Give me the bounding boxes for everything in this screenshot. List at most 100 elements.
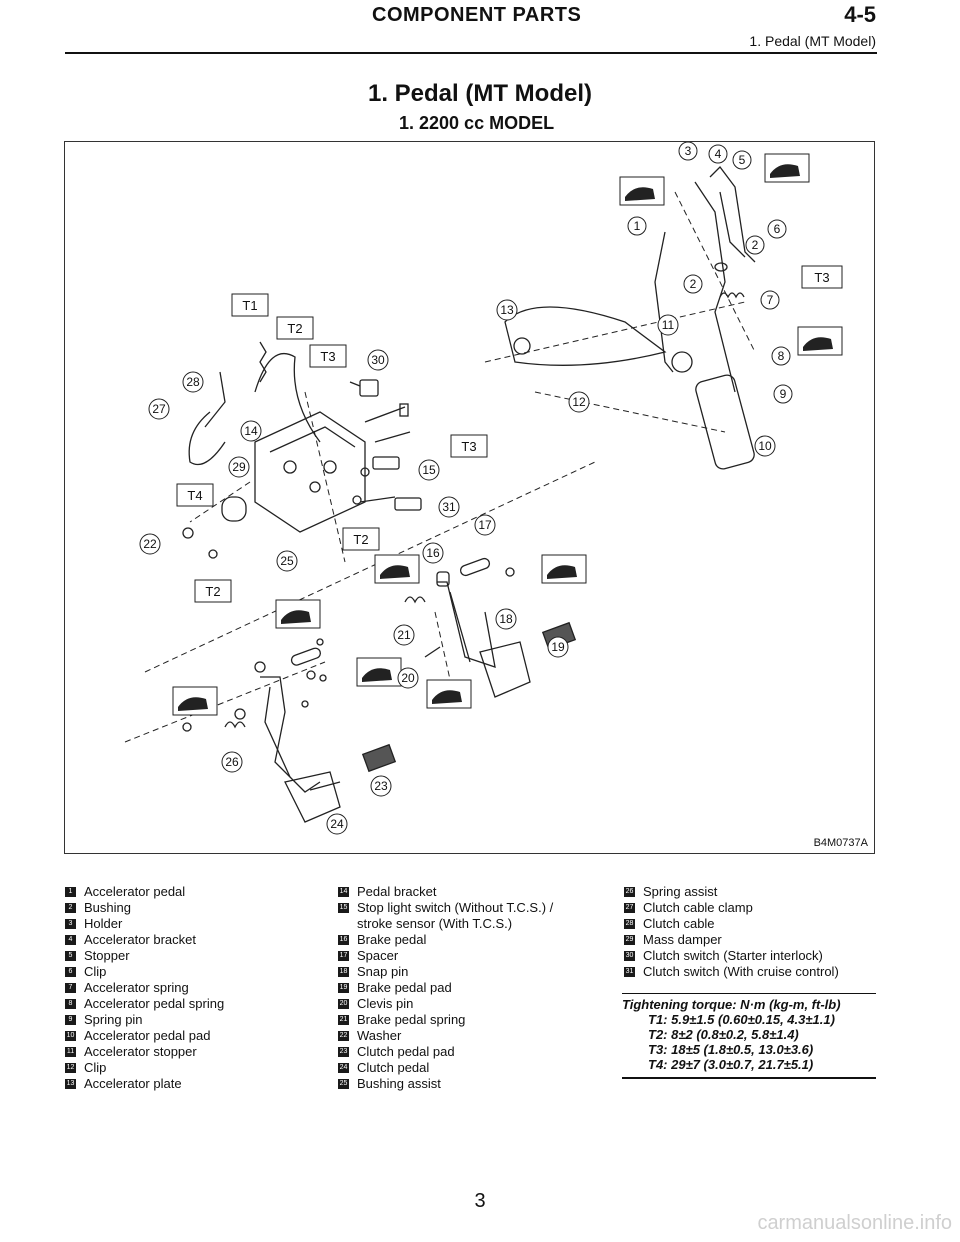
legend-label: Accelerator spring [84, 980, 189, 995]
exploded-diagram: T1 T2 T3 T3 T3 T4 T2 T2 1 2 2 3 4 5 6 7 [64, 141, 875, 854]
callout-12: 12 [572, 395, 586, 409]
grease-icon [547, 565, 577, 579]
legend-number-badge: 13 [65, 1079, 76, 1089]
legend-number-badge: 27 [624, 903, 635, 913]
header-section-number: 4-5 [844, 2, 876, 27]
figure-code: B4M0737A [813, 837, 868, 849]
callout-13: 13 [500, 303, 514, 317]
callout-26: 26 [225, 755, 239, 769]
legend-item: 27 Clutch cable clamp [624, 900, 839, 916]
callout-8: 8 [778, 349, 785, 363]
grease-icon [362, 668, 392, 682]
legend-number-badge: 15 [338, 903, 349, 913]
page-title: 1. Pedal (MT Model) [367, 80, 592, 107]
watermark: carmanualsonline.info [757, 1212, 952, 1234]
legend-label: Accelerator pedal pad [84, 1028, 211, 1043]
torque-tag: T2 [353, 532, 368, 547]
callout-10: 10 [758, 439, 772, 453]
callouts: 1 2 2 3 4 5 6 7 8 9 10 11 12 13 14 15 16… [139, 142, 793, 835]
legend-label: Clutch pedal [357, 1060, 430, 1075]
torque-line: T3: 18±5 (1.8±0.5, 13.0±3.6) [648, 1042, 814, 1057]
grease-symbols [172, 153, 843, 716]
legend-number-badge: 21 [338, 1015, 349, 1025]
legend-number-badge: 2 [65, 903, 76, 913]
page-number: 3 [474, 1190, 486, 1212]
torque-tag: T1 [242, 298, 257, 313]
callout-25: 25 [280, 554, 294, 568]
callout-23: 23 [374, 779, 388, 793]
legend-number-badge: 28 [624, 919, 635, 929]
grease-icon [432, 690, 462, 704]
legend-number-badge: 29 [624, 935, 635, 945]
legend-label: Spring assist [643, 884, 718, 899]
callout-22: 22 [143, 537, 157, 551]
legend-label: Accelerator pedal [84, 884, 186, 899]
grease-icon [178, 697, 208, 711]
torque-spec: Tightening torque: N·m (kg-m, ft-lb) T1:… [622, 993, 876, 1079]
legend-item: 21 Brake pedal spring [338, 1012, 553, 1028]
legend-item: 16 Brake pedal [338, 932, 553, 948]
legend-number-badge: 23 [338, 1047, 349, 1057]
grease-icon [281, 610, 311, 624]
callout-30: 30 [371, 353, 385, 367]
grease-icon [803, 337, 833, 351]
torque-line: T4: 29±7 (3.0±0.7, 21.7±5.1) [648, 1057, 814, 1072]
callout-4: 4 [715, 147, 722, 161]
legend-label: Clevis pin [357, 996, 414, 1011]
legend-label: Pedal bracket [357, 884, 437, 899]
legend-label: Clutch cable clamp [643, 900, 753, 915]
callout-1: 1 [634, 219, 641, 233]
legend-number-badge: 12 [65, 1063, 76, 1073]
legend-number-badge: 14 [338, 887, 349, 897]
callout-16: 16 [426, 546, 440, 560]
legend-label: Clip [84, 1060, 107, 1075]
torque-line: T1: 5.9±1.5 (0.60±0.15, 4.3±1.1) [648, 1012, 835, 1027]
legend-number-badge: 16 [338, 935, 349, 945]
callout-31: 31 [442, 500, 456, 514]
legend-label: Clutch switch (Starter interlock) [643, 948, 823, 963]
callout-21: 21 [397, 628, 411, 642]
legend-number-badge: 25 [338, 1079, 349, 1089]
legend-number-badge: 18 [338, 967, 349, 977]
header-rule [65, 52, 877, 54]
legend-label: Accelerator stopper [84, 1044, 197, 1059]
header-title: COMPONENT PARTS [372, 4, 582, 26]
torque-line: T2: 8±2 (0.8±0.2, 5.8±1.4) [648, 1027, 799, 1042]
legend-label: Holder [84, 916, 123, 931]
legend-label: Clutch pedal pad [357, 1044, 455, 1059]
callout-19: 19 [551, 640, 565, 654]
legend-number-badge: 22 [338, 1031, 349, 1041]
callout-18: 18 [499, 612, 513, 626]
torque-title: Tightening torque: N·m (kg-m, ft-lb) [622, 997, 841, 1012]
callout-24: 24 [330, 817, 344, 831]
callout-27: 27 [152, 402, 166, 416]
legend-number-badge: 9 [65, 1015, 76, 1025]
legend-label: Accelerator plate [84, 1076, 182, 1091]
legend-label: Brake pedal spring [357, 1012, 466, 1027]
torque-tag: T2 [287, 321, 302, 336]
callout-9: 9 [780, 387, 787, 401]
legend-label: Brake pedal [357, 932, 427, 947]
torque-bottom-rule [622, 1077, 876, 1079]
legend-label: Spacer [357, 948, 399, 963]
grease-icon [625, 187, 655, 201]
legend-label: Spring pin [84, 1012, 143, 1027]
legend-label: Snap pin [357, 964, 409, 979]
